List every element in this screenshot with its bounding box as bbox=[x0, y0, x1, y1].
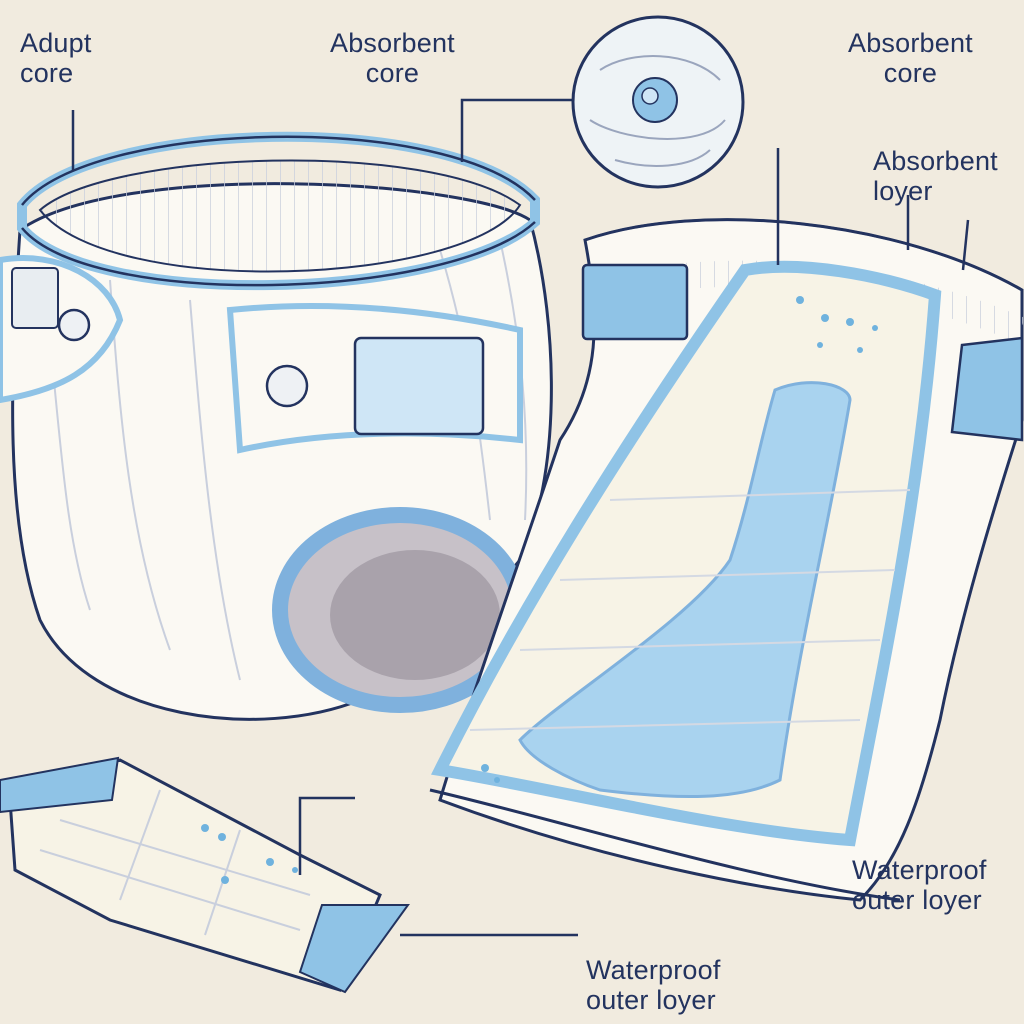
absorbent-dots bbox=[481, 296, 878, 783]
label-adult-core: Adupt core bbox=[20, 28, 92, 88]
label-waterproof-right-line2: outer loyer bbox=[852, 885, 982, 915]
label-absorbent-layer: Absorbent loyer bbox=[873, 146, 998, 206]
label-waterproof-right: Waterproof outer loyer bbox=[852, 855, 987, 915]
open-diaper bbox=[429, 218, 1024, 902]
label-waterproof-bottom-line1: Waterproof bbox=[586, 955, 721, 985]
label-absorbent-core-right: Absorbent core bbox=[848, 28, 973, 88]
leader-lines bbox=[71, 98, 970, 937]
flat-pad-right-tab bbox=[298, 904, 410, 994]
front-diaper bbox=[0, 131, 553, 721]
label-absorbent-core-right-line1: Absorbent bbox=[848, 28, 973, 58]
label-absorbent-core-left-line2: core bbox=[365, 58, 420, 88]
label-absorbent-layer-line1: Absorbent bbox=[873, 146, 998, 176]
label-waterproof-bottom-line2: outer loyer bbox=[586, 985, 716, 1015]
magnified-core-detail bbox=[571, 15, 745, 189]
label-absorbent-core-right-line2: core bbox=[883, 58, 938, 88]
flat-pad bbox=[0, 756, 410, 994]
front-diaper-interior bbox=[38, 159, 522, 273]
flat-pad-left-tab bbox=[0, 756, 120, 814]
front-fastening-tab bbox=[353, 336, 485, 436]
label-absorbent-core-left-line1: Absorbent bbox=[330, 28, 455, 58]
absorbent-core-strip bbox=[518, 381, 852, 799]
label-waterproof-bottom: Waterproof outer loyer bbox=[586, 955, 721, 1015]
label-waterproof-right-line1: Waterproof bbox=[852, 855, 987, 885]
label-absorbent-core-left: Absorbent core bbox=[330, 28, 455, 88]
label-adult-core-line2: core bbox=[20, 58, 74, 88]
open-right-tab bbox=[950, 336, 1024, 442]
front-snap-button bbox=[265, 364, 309, 408]
label-absorbent-layer-line2: loyer bbox=[873, 176, 933, 206]
label-adult-core-line1: Adupt bbox=[20, 28, 92, 58]
open-left-tab bbox=[581, 263, 689, 341]
